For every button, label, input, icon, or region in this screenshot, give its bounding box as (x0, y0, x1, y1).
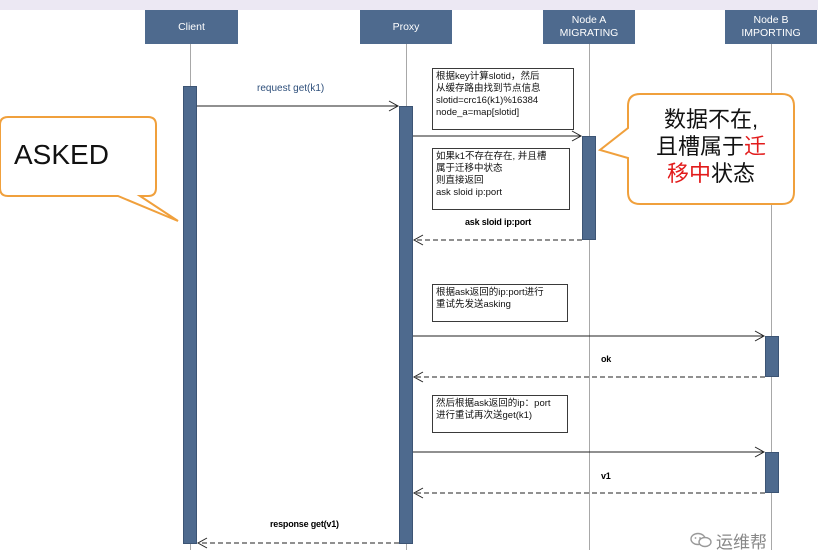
lifeline-node-a (589, 44, 590, 550)
activation-node-b-ask (765, 336, 779, 377)
note-retry-asking-line: 根据ask返回的ip:port进行 (436, 287, 544, 298)
note-check-line: 属于迁移中状态 (436, 163, 503, 174)
message-ask-label: ask sloid ip:port (465, 217, 532, 227)
participant-client: Client (145, 10, 238, 44)
participant-proxy: Proxy (360, 10, 452, 44)
participant-proxy-label: Proxy (392, 20, 420, 33)
message-response-label: response get(v1) (270, 519, 339, 529)
activation-client (183, 86, 197, 544)
participant-node-b-name: Node B (753, 14, 789, 26)
callout-state-highlight: 移中 (666, 161, 711, 186)
callout-state-line3: 移中状态 (636, 160, 786, 187)
note-check-migrating: 如果k1不存在存在, 并且槽 属于迁移中状态 则直接返回 ask sloid i… (432, 148, 570, 210)
participant-node-a-state: MIGRATING (559, 27, 619, 39)
note-check-line: 则直接返回 (436, 175, 484, 186)
watermark-text: 运维帮 (716, 533, 767, 552)
watermark: 运维帮 (690, 528, 767, 553)
note-retry-asking-line: 重试先发送asking (436, 299, 511, 310)
top-band (0, 0, 818, 10)
wechat-icon (690, 532, 712, 553)
note-retry-asking: 根据ask返回的ip:port进行 重试先发送asking (432, 284, 568, 322)
participant-node-a: Node A MIGRATING (543, 10, 635, 44)
participant-node-b: Node B IMPORTING (725, 10, 817, 44)
note-retry-get: 然后根据ask返回的ip：port 进行重试再次送get(k1) (432, 395, 568, 433)
activation-node-a (582, 136, 596, 240)
note-check-line: 如果k1不存在存在, 并且槽 (436, 151, 547, 162)
callout-state-text: 数据不在, 且槽属于迁 移中状态 (636, 106, 786, 187)
note-calc-line: 根据key计算slotid，然后 (436, 71, 540, 82)
participant-node-a-name: Node A (571, 14, 607, 26)
lifeline-node-b (771, 44, 772, 550)
note-calc-line: node_a=map[slotid] (436, 107, 520, 118)
note-retry-get-line: 然后根据ask返回的ip：port (436, 398, 551, 409)
activation-node-b-get (765, 452, 779, 493)
callout-state-line2-text: 且槽属于 (655, 134, 744, 159)
callout-state-line3-text: 状态 (711, 161, 756, 186)
message-request-label: request get(k1) (257, 83, 325, 94)
message-v1-label: v1 (601, 471, 611, 481)
callout-state-line2: 且槽属于迁 (636, 133, 786, 160)
callout-state-bubble (597, 93, 795, 205)
note-check-line: ask sloid ip:port (436, 187, 503, 198)
participant-node-b-state: IMPORTING (741, 27, 801, 39)
callout-state-line1: 数据不在, (663, 107, 759, 132)
note-calc-line: slotid=crc16(k1)%16384 (436, 95, 539, 106)
message-ok-label: ok (601, 354, 612, 364)
participant-client-label: Client (178, 20, 205, 33)
callout-asked-text: ASKED (14, 139, 109, 170)
note-calc-slot: 根据key计算slotid，然后 从缓存路由找到节点信息 slotid=crc1… (432, 68, 574, 130)
note-retry-get-line: 进行重试再次送get(k1) (436, 410, 533, 421)
activation-proxy (399, 106, 413, 544)
note-calc-line: 从缓存路由找到节点信息 (436, 83, 541, 94)
callout-asked-bubble (0, 116, 179, 222)
callout-state-highlight: 迁 (744, 134, 767, 159)
